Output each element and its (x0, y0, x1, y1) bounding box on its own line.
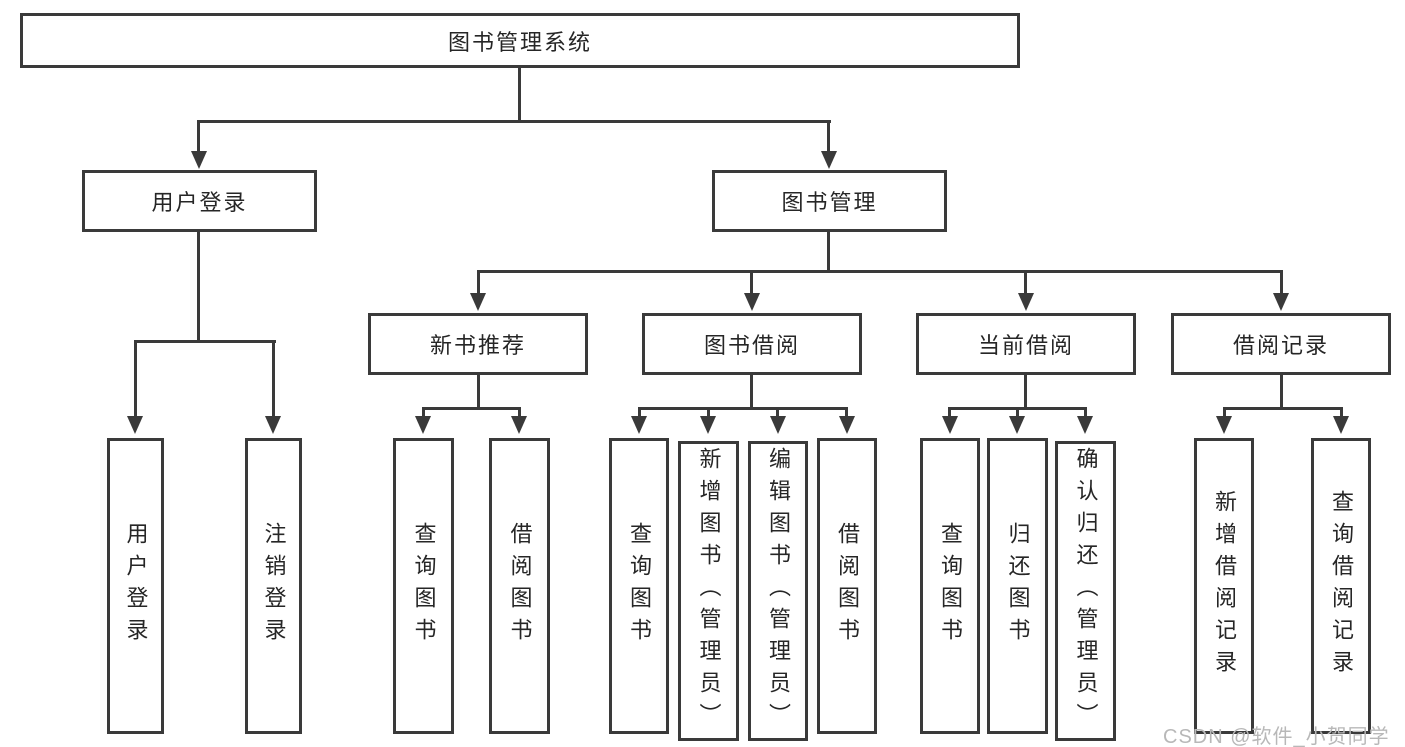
leaf-label: 编辑图书（管理员） (766, 447, 791, 735)
connector-user-login-rail (134, 340, 276, 343)
arrowhead-icon (1018, 293, 1034, 311)
leaf-label: 查询图书 (938, 522, 963, 650)
node-label: 图书借阅 (703, 333, 800, 358)
leaf-confirm-return-admin: 确认归还（管理员） (1055, 441, 1116, 741)
connector-level3-rail (477, 270, 1283, 273)
connector-drop (948, 407, 951, 418)
connector-level1-rail (197, 120, 831, 123)
leaf-label: 查询借阅记录 (1329, 490, 1354, 682)
arrowhead-icon (1009, 416, 1025, 434)
leaf-edit-book-admin: 编辑图书（管理员） (748, 441, 808, 741)
leaf-label: 注销登录 (261, 522, 287, 650)
connector-drop (638, 407, 641, 418)
node-book-borrow: 图书借阅 (642, 313, 862, 375)
leaf-query-borrow-record: 查询借阅记录 (1311, 438, 1371, 734)
connector-drop-book-borrow (750, 270, 753, 294)
connector-drop (422, 407, 425, 418)
arrowhead-icon (470, 293, 486, 311)
leaf-label: 用户登录 (123, 522, 149, 650)
leaf-label: 查询图书 (411, 522, 437, 650)
leaf-borrow-borrow-books: 借阅图书 (817, 438, 877, 734)
arrowhead-icon (770, 416, 786, 434)
connector-drop (1016, 407, 1019, 418)
connector-root-stem (518, 68, 521, 120)
arrowhead-icon (415, 416, 431, 434)
connector-book-management-stem (827, 232, 830, 270)
node-label: 新书推荐 (429, 333, 526, 358)
connector-book-borrow-rail (638, 407, 848, 410)
leaf-label: 新增图书（管理员） (696, 447, 722, 735)
arrowhead-icon (127, 416, 143, 434)
leaf-borrow-query-books: 查询图书 (609, 438, 669, 734)
leaf-add-book-admin: 新增图书（管理员） (678, 441, 739, 741)
node-borrow-records: 借阅记录 (1171, 313, 1391, 375)
arrowhead-icon (942, 416, 958, 434)
connector-borrow-records-rail (1223, 407, 1343, 410)
leaf-label: 新增借阅记录 (1212, 490, 1237, 682)
node-label: 用户登录 (151, 190, 248, 215)
connector-new-book-stem (477, 375, 480, 407)
connector-drop (845, 407, 848, 418)
connector-drop (1223, 407, 1226, 418)
arrowhead-icon (1077, 416, 1093, 434)
arrowhead-icon (511, 416, 527, 434)
connector-drop-current-borrow (1024, 270, 1027, 294)
arrowhead-icon (631, 416, 647, 434)
connector-new-book-rail (422, 407, 521, 410)
leaf-label: 借阅图书 (835, 522, 860, 650)
arrowhead-icon (191, 151, 207, 169)
leaf-current-query-books: 查询图书 (920, 438, 980, 734)
csdn-watermark: CSDN @软件_小贺同学 (1163, 726, 1390, 747)
node-library-system: 图书管理系统 (20, 13, 1020, 68)
connector-drop-leaf-user-login (134, 340, 137, 417)
connector-drop-new-book (477, 270, 480, 294)
node-current-borrow: 当前借阅 (916, 313, 1136, 375)
leaf-label: 确认归还（管理员） (1073, 447, 1099, 735)
arrowhead-icon (821, 151, 837, 169)
leaf-logout: 注销登录 (245, 438, 302, 734)
connector-borrow-records-stem (1280, 375, 1283, 407)
connector-drop (518, 407, 521, 418)
leaf-return-books: 归还图书 (987, 438, 1048, 734)
arrowhead-icon (744, 293, 760, 311)
leaf-label: 查询图书 (627, 522, 652, 650)
arrowhead-icon (1273, 293, 1289, 311)
arrowhead-icon (839, 416, 855, 434)
leaf-recommend-query-books: 查询图书 (393, 438, 454, 734)
leaf-recommend-borrow-books: 借阅图书 (489, 438, 550, 734)
connector-drop (1340, 407, 1343, 418)
arrowhead-icon (700, 416, 716, 434)
leaf-add-borrow-record: 新增借阅记录 (1194, 438, 1254, 734)
leaf-label: 归还图书 (1005, 522, 1031, 650)
connector-user-login-stem (197, 232, 200, 340)
connector-drop-user-login (197, 120, 200, 152)
leaf-label: 借阅图书 (507, 522, 533, 650)
connector-drop-borrow-records (1280, 270, 1283, 294)
connector-current-borrow-stem (1024, 375, 1027, 407)
node-new-book-recommend: 新书推荐 (368, 313, 588, 375)
connector-drop (1084, 407, 1087, 418)
arrowhead-icon (1333, 416, 1349, 434)
connector-drop-book-management (827, 120, 830, 152)
connector-drop-leaf-logout (272, 340, 275, 417)
connector-book-borrow-stem (750, 375, 753, 407)
arrowhead-icon (1216, 416, 1232, 434)
connector-drop (707, 407, 710, 418)
node-book-management: 图书管理 (712, 170, 947, 232)
node-user-login: 用户登录 (82, 170, 317, 232)
node-label: 图书管理系统 (447, 29, 592, 55)
connector-drop (776, 407, 779, 418)
leaf-user-login: 用户登录 (107, 438, 164, 734)
node-label: 图书管理 (781, 190, 878, 215)
node-label: 当前借阅 (977, 333, 1074, 358)
arrowhead-icon (265, 416, 281, 434)
node-label: 借阅记录 (1232, 333, 1329, 358)
